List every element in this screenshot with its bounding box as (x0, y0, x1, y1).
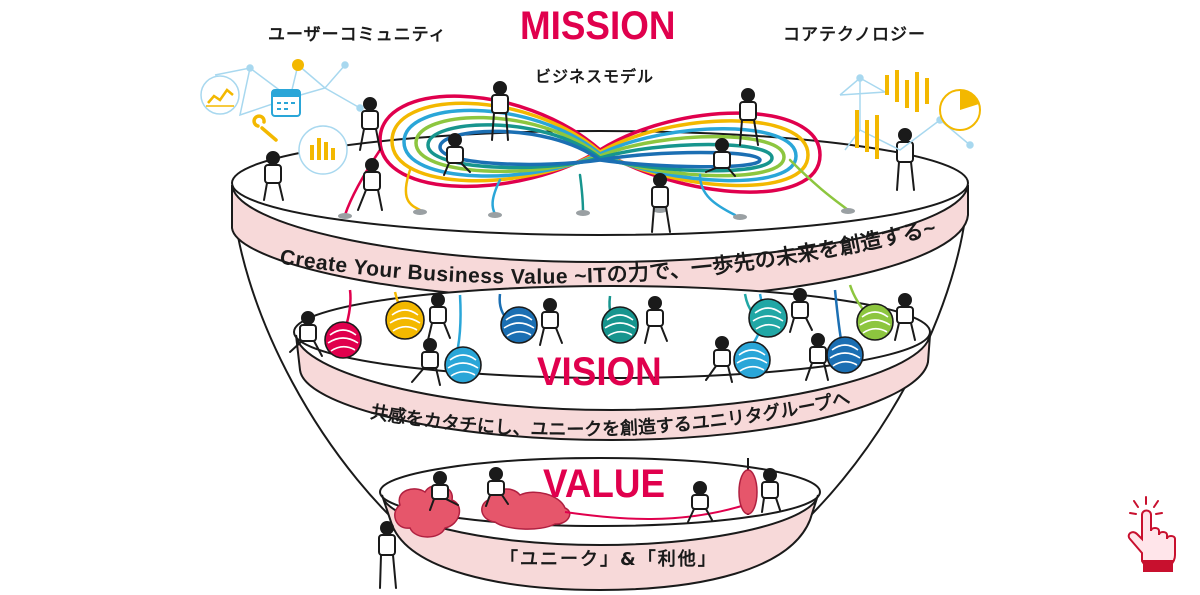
tap-hint-button[interactable] (1120, 495, 1186, 575)
vision-band (295, 334, 931, 442)
mission-heading: MISSION (520, 4, 676, 48)
business-model-label: ビジネスモデル (535, 67, 655, 86)
mission-band (231, 184, 969, 302)
line-chart-icon (200, 75, 240, 115)
value-heading: VALUE (543, 462, 666, 506)
calendar-icon (271, 89, 301, 117)
thread-anchors (338, 207, 855, 220)
bar-chart-icon (298, 125, 348, 175)
yarn-ball-icon (324, 298, 894, 384)
spindle (738, 458, 758, 515)
network-icon-right (839, 74, 974, 151)
pie-chart-icon (939, 89, 981, 131)
hand-pointer-icon (1127, 496, 1176, 572)
core-technology-label: コアテクノロジー (783, 25, 926, 45)
value-statement: 「ユニーク」&「利他」 (500, 549, 718, 570)
value-band (381, 494, 819, 592)
wrench-icon (252, 114, 278, 142)
user-community-label: ユーザーコミュニティ (268, 25, 447, 45)
spun-thread (564, 504, 746, 520)
people (263, 81, 916, 589)
bar-chart-icon-right (855, 70, 929, 159)
vision-heading: VISION (537, 350, 662, 394)
infinity-loop-icon (343, 94, 850, 217)
